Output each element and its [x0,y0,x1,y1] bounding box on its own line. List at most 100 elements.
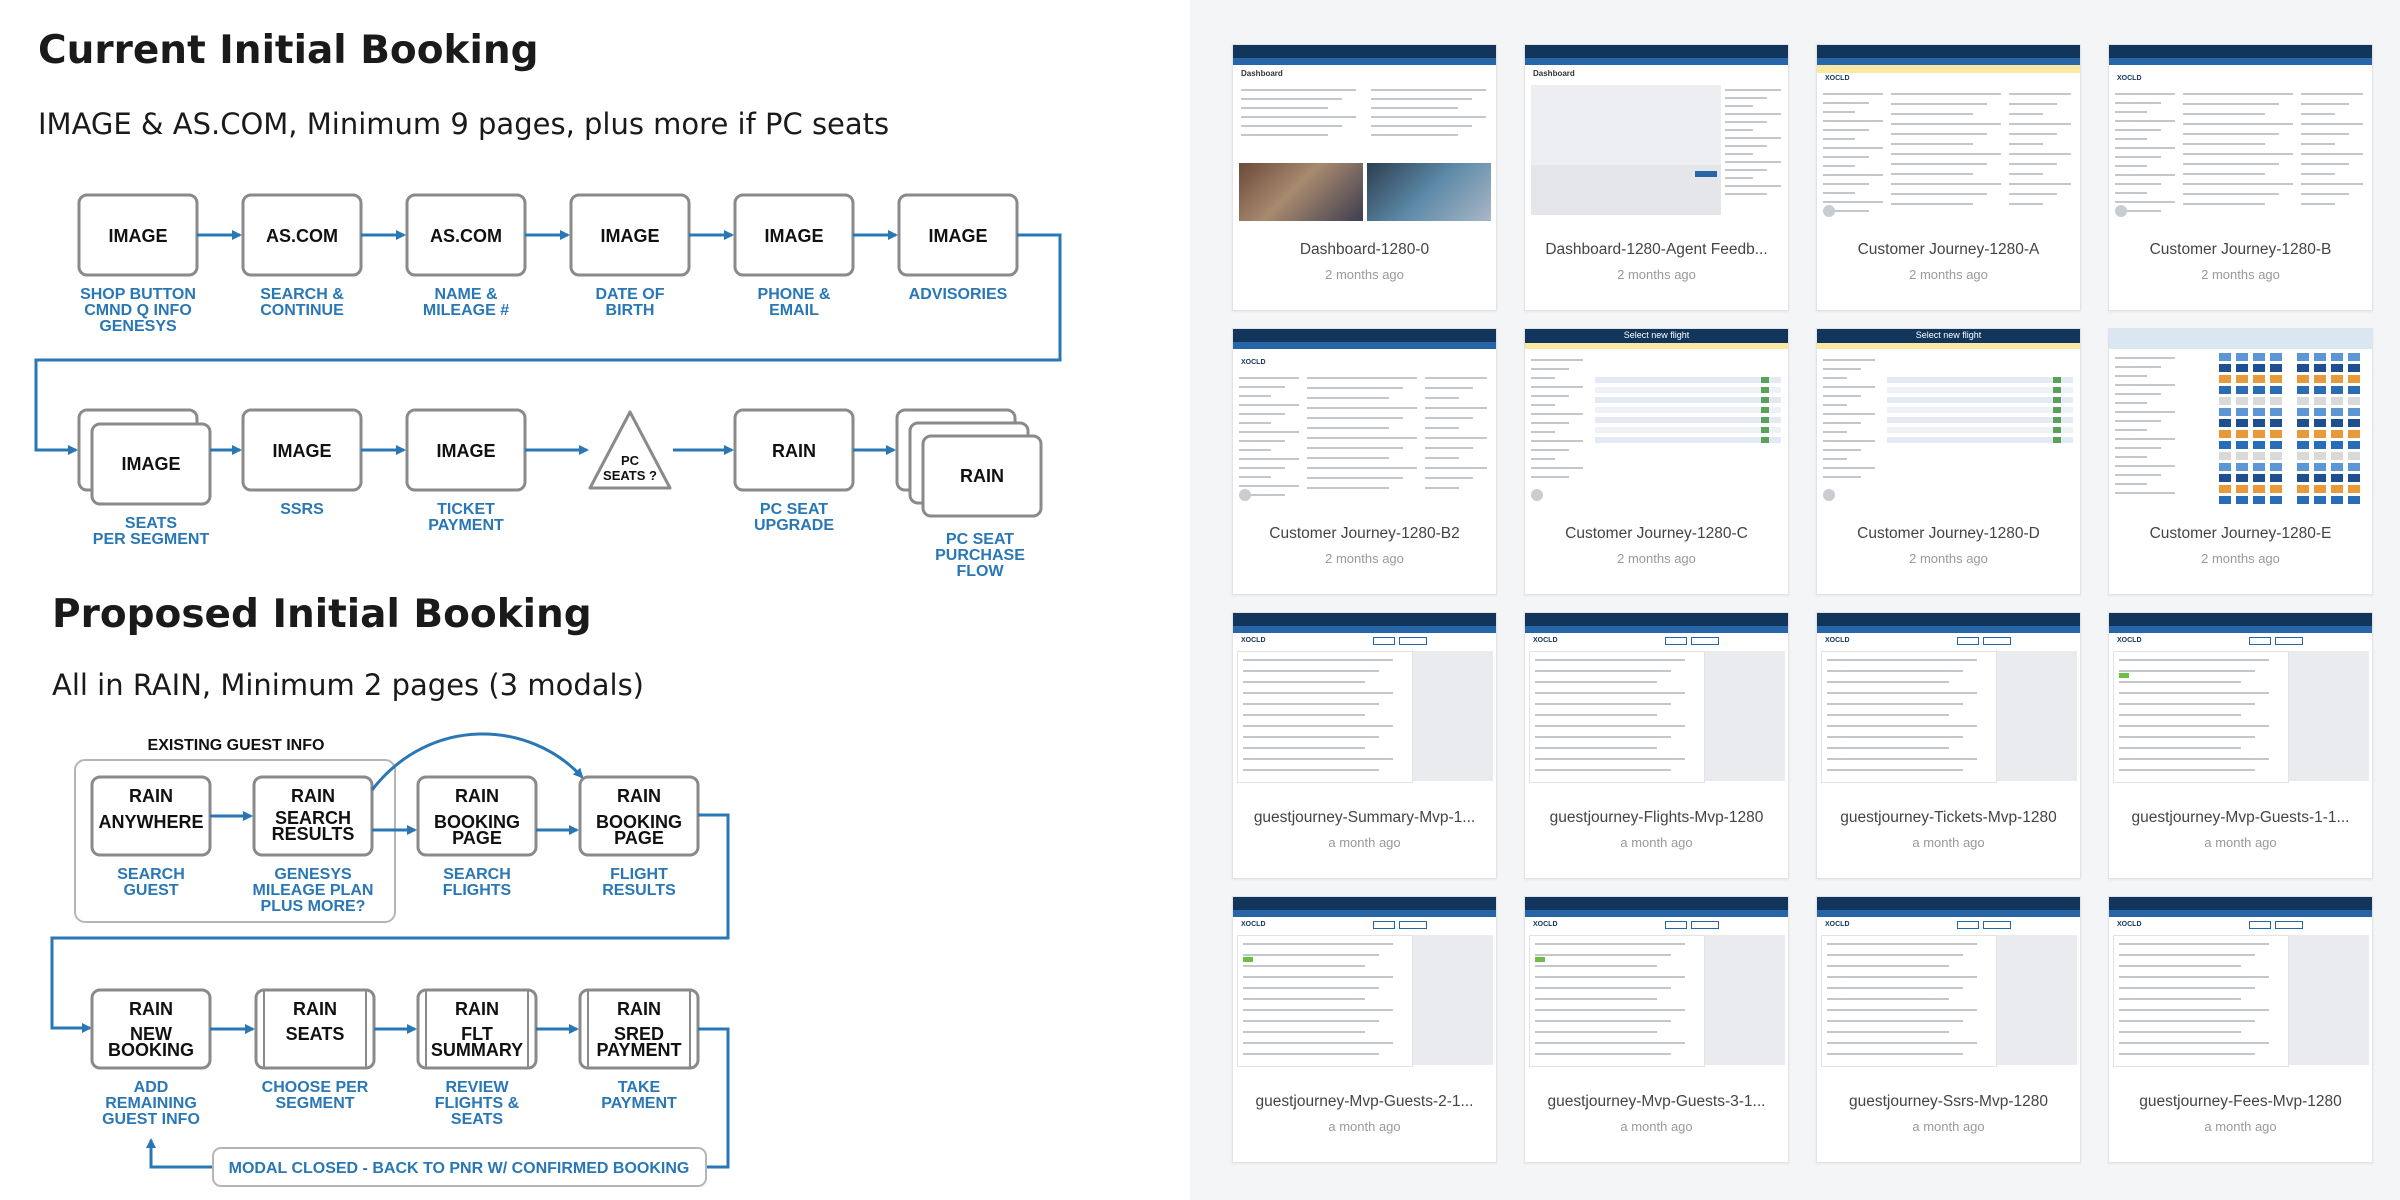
step-label: PURCHASE [935,547,1025,564]
thumb-heading: Dashboard [1533,69,1575,78]
gallery-thumbnail[interactable]: Select new flight [1817,329,2080,509]
gallery-thumbnail[interactable]: XOCLD [1233,329,1496,509]
gallery-thumbnail[interactable]: XOCLD [1233,897,1496,1077]
gallery-thumbnail[interactable]: XOCLD [1525,897,1788,1077]
gallery-thumbnail[interactable] [2109,329,2372,509]
thumb-nav-bar [1233,626,1496,633]
current-step-9: IMAGE TICKET PAYMENT [405,408,527,534]
current-step-5: IMAGE PHONE & EMAIL [733,193,855,319]
step-box-text: IMAGE [600,226,659,246]
thumb-header-bar [1525,897,1788,910]
gallery-card-time: 2 months ago [1617,267,1696,282]
step-box-text: AS.COM [430,226,502,246]
gallery-thumbnail[interactable]: XOCLD [1817,613,2080,793]
current-step-8: IMAGE SSRS [241,408,363,518]
gallery-card-time: a month ago [1328,1119,1401,1134]
step-label: GENESYS [99,318,177,335]
step-box-text: RAIN [772,441,816,461]
gallery-thumbnail[interactable]: XOCLD [1525,613,1788,793]
gallery-card-title[interactable]: guestjourney-Tickets-Mvp-1280 [1840,809,2057,826]
gallery-card-title[interactable]: guestjourney-Mvp-Guests-3-1... [1547,1093,1766,1110]
step-box-text: RAIN [617,999,661,1019]
proposed-row2-arrows [146,1024,730,1169]
gallery-thumbnail[interactable]: Dashboard [1233,45,1496,225]
gallery-card[interactable]: XOCLD guestjourney-Flights-Mvp-1280 a mont… [1524,612,1789,879]
gallery-card-title[interactable]: Customer Journey-1280-B2 [1269,525,1460,542]
step-box-text: SEATS [286,1024,345,1044]
gallery-thumbnail[interactable]: Dashboard [1525,45,1788,225]
gallery-card-title[interactable]: guestjourney-Mvp-Guests-2-1... [1255,1093,1474,1110]
step-box-text: FLT [461,1024,493,1044]
gallery-card-title[interactable]: guestjourney-Ssrs-Mvp-1280 [1848,1093,2048,1110]
step-label: PAYMENT [428,517,504,534]
thumb-brand: XOCLD [1241,637,1266,644]
existing-guest-info-label: EXISTING GUEST INFO [148,737,325,754]
step-label: SEARCH [117,866,185,883]
gallery-card-time: a month ago [1328,835,1401,850]
step-label: FLIGHT [610,866,668,883]
gallery-card-title[interactable]: Customer Journey-1280-E [2149,525,2332,542]
step-label: TAKE [618,1079,661,1096]
step-box-text: PAGE [452,828,502,848]
step-box-text: RAIN [129,786,173,806]
gallery-card-time: a month ago [1620,835,1693,850]
gallery-card[interactable]: XOCLD guestjourney-Mvp-Guests-2-1... a mon… [1232,896,1497,1163]
thumb-brand: XOCLD [1533,637,1558,644]
thumb-nav-bar [1233,342,1496,349]
flow-diagram-panel: Current Initial Booking IMAGE & AS.COM, … [0,0,1190,1200]
gallery-card[interactable]: XOCLD guestjourney-Ssrs-Mvp-1280 a month a… [1816,896,2081,1163]
gallery-card-title[interactable]: guestjourney-Fees-Mvp-1280 [2139,1093,2342,1110]
thumb-brand: XOCLD [1825,637,1850,644]
gallery-thumbnail[interactable]: XOCLD [1233,613,1496,793]
thumb-header-bar [1525,613,1788,626]
gallery-thumbnail[interactable]: Select new flight [1525,329,1788,509]
step-box-text: RAIN [291,786,335,806]
gallery-card-title[interactable]: Customer Journey-1280-D [1857,525,2040,542]
step-box-text: BOOKING [434,812,520,832]
step-box-text: SUMMARY [431,1040,523,1060]
thumb-brand: XOCLD [2117,75,2142,82]
step-label: SEGMENT [275,1095,354,1112]
step-label: DATE OF [595,286,664,303]
gallery-card-time: 2 months ago [1325,551,1404,566]
gallery-card-time: a month ago [1912,1119,1985,1134]
gallery-card-time: 2 months ago [1325,267,1404,282]
gallery-thumbnail[interactable]: XOCLD [2109,613,2372,793]
gallery-card-title[interactable]: guestjourney-Flights-Mvp-1280 [1549,809,1764,826]
step-box-text: NEW [130,1024,172,1044]
thumb-header-bar [1525,45,1788,58]
gallery-card[interactable]: XOCLD Customer Journey-1280-B2 2 months ag… [1232,328,1497,595]
current-step-1: IMAGE SHOP BUTTON CMND Q INFO GENESYS [77,193,199,335]
gallery-card-title[interactable]: guestjourney-Mvp-Guests-1-1... [2131,809,2350,826]
step-box-text: RESULTS [272,824,355,844]
gallery-thumbnail[interactable]: XOCLD [2109,45,2372,225]
gallery-thumbnail[interactable]: XOCLD [1817,45,2080,225]
thumb-header-bar [2109,45,2372,58]
gallery-card-title[interactable]: Dashboard-1280-Agent Feedb... [1545,241,1768,258]
gallery-thumbnail[interactable]: XOCLD [2109,897,2372,1077]
gallery-card-title[interactable]: Customer Journey-1280-A [1857,241,2040,258]
gallery-card-title[interactable]: guestjourney-Summary-Mvp-1... [1253,809,1476,826]
gallery-card-title[interactable]: Dashboard-1280-0 [1299,241,1430,258]
step-label: PAYMENT [601,1095,677,1112]
step-box-text: RAIN [960,466,1004,486]
gallery-thumbnail[interactable]: XOCLD [1817,897,2080,1077]
gallery-card[interactable]: XOCLD guestjourney-Summary-Mvp-1... a mont… [1232,612,1497,879]
thumb-brand: XOCLD [1533,921,1558,928]
step-label: GUEST INFO [102,1111,200,1128]
gallery-card-title[interactable]: Customer Journey-1280-C [1565,525,1748,542]
gallery-card-title[interactable]: Customer Journey-1280-B [2149,241,2332,258]
step-box-text: IMAGE [436,441,495,461]
proposed-step-5: RAIN NEW BOOKING ADD REMAINING GUEST INF… [90,988,212,1128]
